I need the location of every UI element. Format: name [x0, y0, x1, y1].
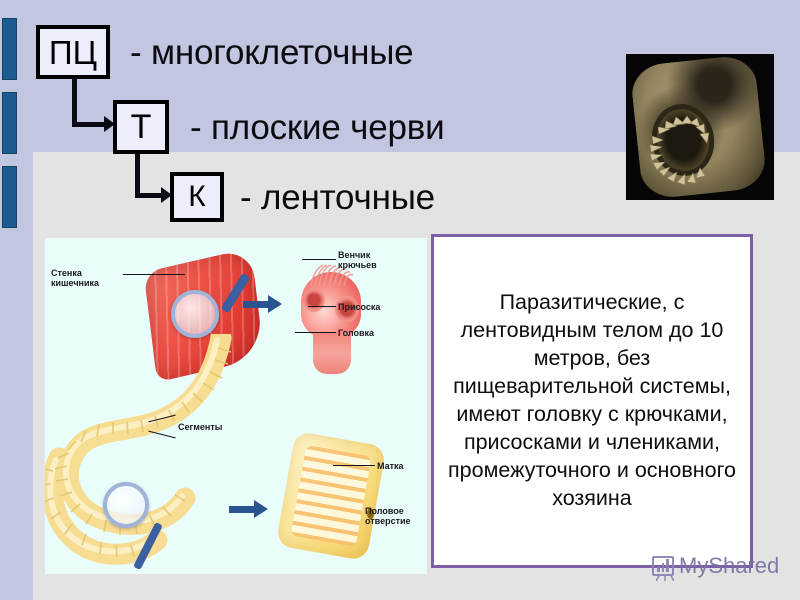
magnifier-top-icon	[171, 290, 219, 338]
leader-uterus	[333, 465, 375, 466]
arrow-tail-bottom	[229, 506, 255, 513]
label-hook-crown: Венчик крючьев	[338, 250, 377, 271]
scolex-hooks-icon	[649, 115, 710, 186]
taxon-label-flatworms: - плоские черви	[190, 108, 445, 147]
leader-sucker	[308, 306, 336, 307]
leader-hook-crown	[302, 259, 336, 260]
connector-horizontal-pc-t	[72, 122, 108, 127]
leader-head	[295, 332, 336, 333]
label-uterus: Матка	[377, 461, 404, 471]
scolex-photo	[626, 54, 774, 200]
connector-horizontal-t-k	[135, 193, 165, 198]
blue-arrow-top-icon	[268, 295, 282, 313]
watermark-label: MyShared	[679, 553, 780, 578]
decor-blue-bar-1	[2, 18, 17, 80]
hook-crown-icon	[310, 264, 354, 286]
genital-pore-mark	[367, 508, 374, 519]
description-textbox: Паразитические, с лентовидным телом до 1…	[431, 234, 753, 568]
scolex-enlarged-illustration	[297, 256, 367, 374]
label-segments: Сегменты	[178, 422, 223, 432]
taxon-label-tapeworms: - ленточные	[240, 178, 435, 217]
taxon-box-pc: ПЦ	[36, 25, 110, 79]
arrow-tail-top	[243, 301, 269, 308]
magnifier-bottom-icon	[103, 482, 149, 528]
description-text: Паразитические, с лентовидным телом до 1…	[448, 290, 736, 510]
arrowhead-pc-to-t-icon	[104, 116, 115, 132]
proglottid-illustration	[275, 430, 387, 562]
taxon-label-multicellular: - многоклеточные	[130, 33, 414, 72]
label-genital-pore: Половое отверстие	[365, 506, 411, 527]
taxon-box-k: К	[170, 172, 224, 222]
blue-arrow-bottom-icon	[254, 500, 268, 518]
taxon-box-t: Т	[113, 100, 169, 154]
label-head: Головка	[338, 328, 375, 338]
leader-intestinal-wall	[123, 274, 185, 275]
connector-vertical-pc-t	[72, 79, 77, 127]
tapeworm-anatomy-diagram: Стенка кишечника Венчик крючьев Присоска…	[45, 238, 427, 574]
arrowhead-t-to-k-icon	[161, 187, 172, 203]
decor-blue-bar-2	[2, 92, 17, 154]
connector-vertical-t-k	[135, 154, 140, 198]
watermark: MyShared	[652, 553, 780, 581]
label-sucker: Присоска	[338, 302, 381, 312]
decor-blue-bar-3	[2, 166, 17, 228]
myshared-easel-legs-icon	[656, 574, 674, 581]
label-intestinal-wall: Стенка кишечника	[51, 268, 100, 289]
myshared-chart-icon	[652, 556, 674, 581]
